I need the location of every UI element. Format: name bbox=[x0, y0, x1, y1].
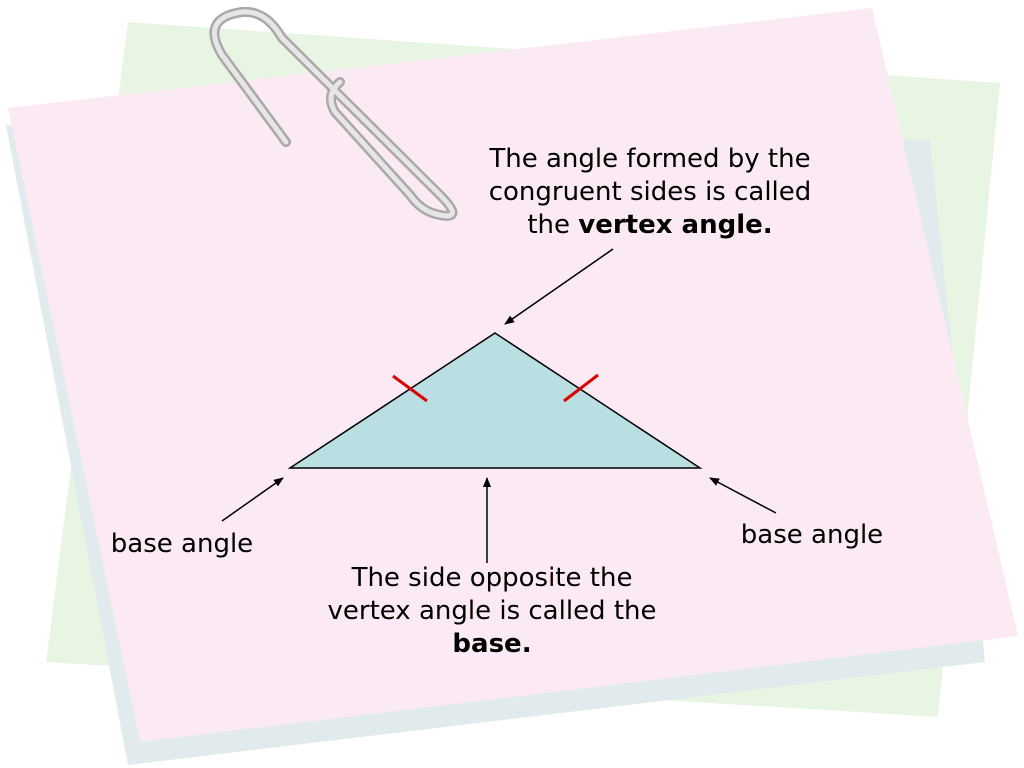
paperclip-icon bbox=[209, 6, 458, 221]
base-caption: The side opposite the vertex angle is ca… bbox=[292, 562, 692, 661]
base-angle-right-arrow bbox=[709, 477, 777, 514]
vertex-angle-caption: The angle formed by the congruent sides … bbox=[455, 143, 845, 242]
base-angle-left-arrow bbox=[221, 477, 284, 522]
base-angle-left-label: base angle bbox=[110, 529, 254, 559]
vertex-caption-line-3: the vertex angle. bbox=[455, 209, 845, 242]
vertex-caption-line-1: The angle formed by the bbox=[489, 144, 811, 174]
isosceles-triangle bbox=[287, 332, 703, 469]
base-caption-line-3: base. bbox=[292, 628, 692, 661]
base-angle-right-label: base angle bbox=[740, 520, 884, 550]
vertex-angle-term: vertex angle. bbox=[578, 210, 773, 240]
vertex-caption-line-2: congruent sides is called bbox=[488, 177, 812, 207]
tick-mark-left bbox=[392, 374, 428, 403]
vertex-arrow bbox=[504, 248, 614, 325]
base-term: base. bbox=[452, 629, 532, 659]
base-caption-line-2: vertex angle is called the bbox=[327, 596, 657, 626]
tick-mark-right bbox=[563, 373, 599, 403]
vertex-caption-prefix: the bbox=[527, 210, 579, 240]
base-caption-line-1: The side opposite the bbox=[351, 563, 633, 593]
